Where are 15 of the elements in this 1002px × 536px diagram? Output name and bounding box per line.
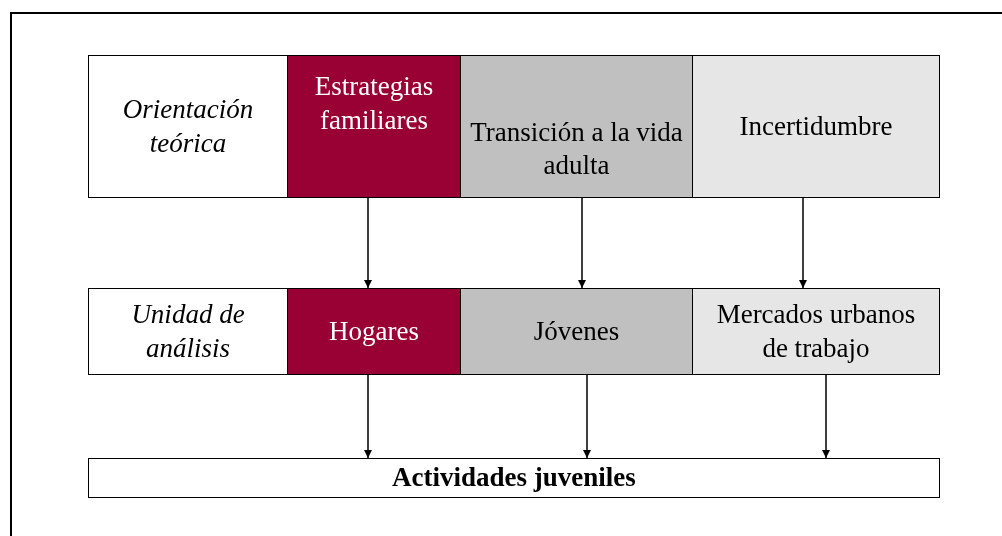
category-cell: Estrategias familiares [287, 55, 461, 198]
category-cell: Mercados urbanos de trabajo [692, 288, 940, 375]
category-cell: Hogares [287, 288, 461, 375]
row-heading-cell: Orientación teórica [88, 55, 288, 198]
category-cell: Jóvenes [460, 288, 693, 375]
category-cell: Incertidumbre [692, 55, 940, 198]
arrow [799, 197, 807, 289]
arrow [583, 374, 591, 459]
category-cell: Transición a la vida adulta [460, 55, 693, 198]
arrow [364, 197, 372, 289]
arrow [364, 374, 372, 459]
row-heading-cell: Unidad de análisis [88, 288, 288, 375]
arrow [578, 197, 586, 289]
result-box: Actividades juveniles [88, 458, 940, 498]
arrow [822, 374, 830, 459]
